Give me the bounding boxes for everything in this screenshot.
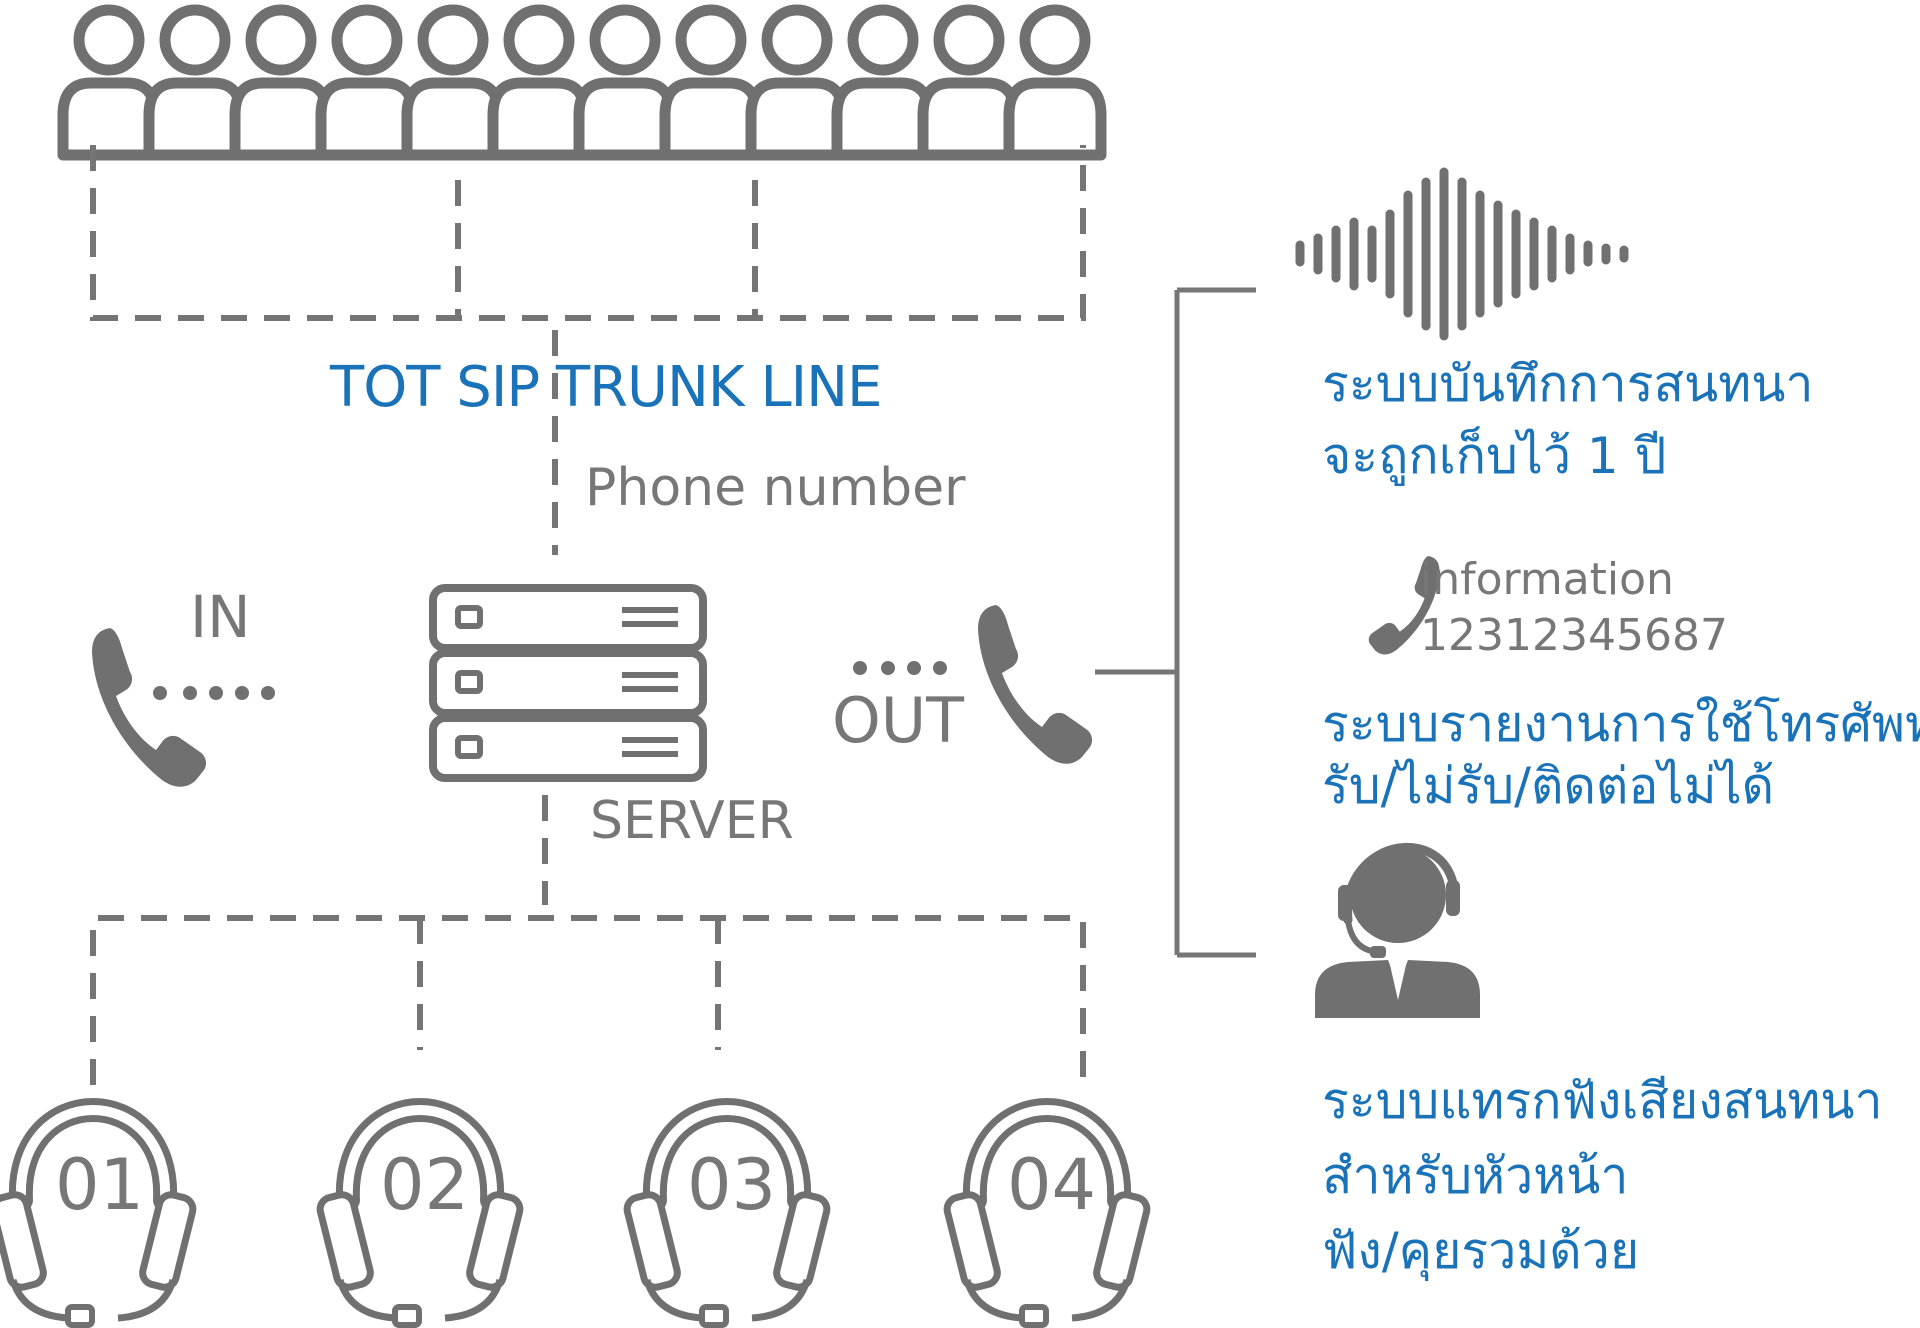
monitor-text-line1: ระบบแทรกฟังเสียงสนทนา bbox=[1322, 1072, 1883, 1130]
sound-wave-icon bbox=[1295, 167, 1629, 341]
incoming-call-icon bbox=[92, 628, 275, 787]
agent-number-4: 04 bbox=[1007, 1144, 1097, 1226]
feature-bracket bbox=[1095, 287, 1256, 958]
server-label: SERVER bbox=[590, 791, 794, 851]
agent-network-lines bbox=[90, 795, 1086, 1085]
monitor-text-line2: สำหรับหัวหน้า bbox=[1322, 1147, 1629, 1205]
out-label: OUT bbox=[832, 684, 965, 757]
trunk-label: TOT SIP TRUNK LINE bbox=[330, 355, 882, 420]
agent-number-1: 01 bbox=[55, 1144, 145, 1226]
information-title: information bbox=[1420, 554, 1674, 605]
phone-number-label: Phone number bbox=[585, 458, 966, 518]
agent-number-3: 03 bbox=[687, 1144, 777, 1226]
agent-number-2: 02 bbox=[380, 1144, 470, 1226]
trunk-network-lines bbox=[90, 145, 1086, 555]
information-number: 12312345687 bbox=[1420, 610, 1728, 661]
crowd-icon bbox=[63, 10, 1101, 155]
outgoing-call-icon bbox=[853, 605, 1093, 764]
recording-text-line2: จะถูกเก็บไว้ 1 ปี bbox=[1322, 427, 1667, 485]
server-icon bbox=[429, 584, 707, 782]
report-text-line2: รับ/ไม่รับ/ติดต่อไม่ได้ bbox=[1322, 757, 1775, 815]
supervisor-headset-icon bbox=[1315, 843, 1480, 1018]
recording-text-line1: ระบบบันทึกการสนทนา bbox=[1322, 355, 1814, 413]
in-label: IN bbox=[190, 583, 251, 651]
report-text-line1: ระบบรายงานการใช้โทรศัพท์ bbox=[1322, 695, 1920, 753]
monitor-text-line3: ฟัง/คุยรวมด้วย bbox=[1322, 1222, 1640, 1280]
